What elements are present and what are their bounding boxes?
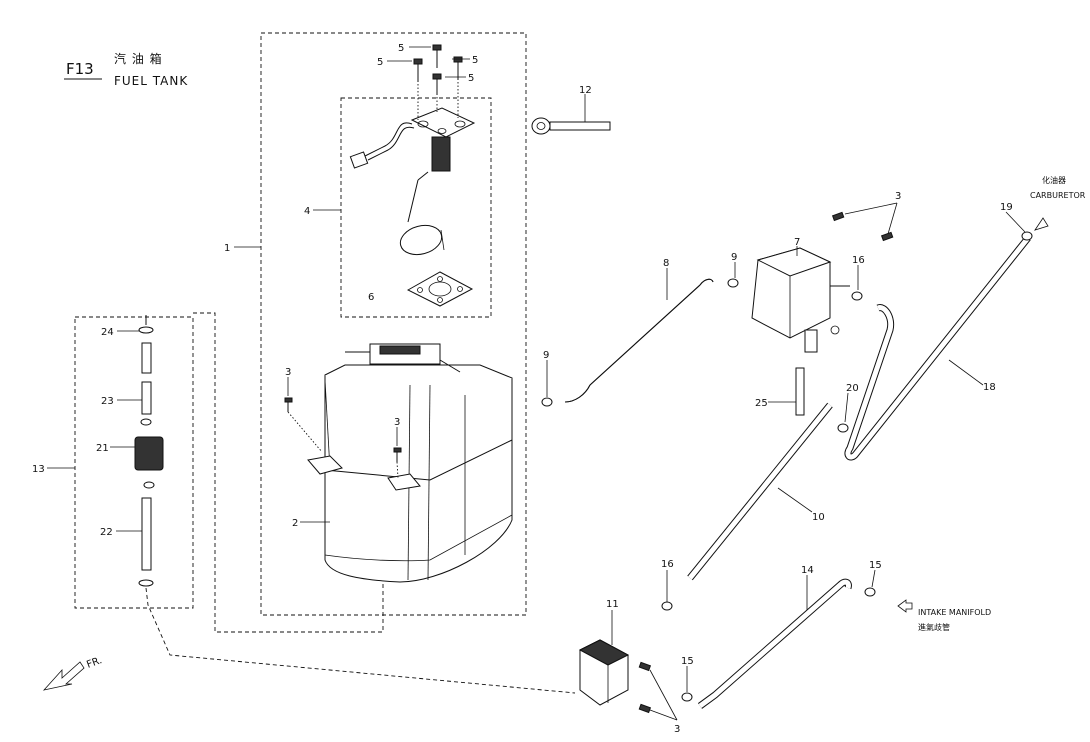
callout-14: 14 bbox=[801, 565, 814, 576]
callout-2: 2 bbox=[292, 518, 298, 529]
callout-16b: 16 bbox=[661, 559, 674, 570]
callout-7: 7 bbox=[794, 237, 800, 248]
fuel-level-sender bbox=[349, 107, 476, 256]
tank-bolts bbox=[284, 397, 402, 479]
title-en: FUEL TANK bbox=[114, 74, 188, 88]
callout-19: 19 bbox=[1000, 202, 1013, 213]
hose-18 bbox=[844, 235, 1031, 461]
callout-3a: 3 bbox=[285, 367, 291, 378]
callout-4: 4 bbox=[304, 206, 310, 217]
callout-5c: 5 bbox=[472, 55, 478, 66]
callout-16a: 16 bbox=[852, 255, 865, 266]
group-box-13 bbox=[74, 316, 194, 609]
front-label: FR. bbox=[85, 655, 103, 671]
callout-22: 22 bbox=[100, 527, 113, 538]
tank-key bbox=[531, 117, 611, 135]
hose-clamps bbox=[541, 231, 1033, 702]
connector-box-13 bbox=[193, 312, 384, 633]
callout-5b: 5 bbox=[377, 57, 383, 68]
manifold-cn: 進氣歧管 bbox=[918, 622, 950, 632]
valve-7 bbox=[751, 247, 850, 353]
title-code: F13 bbox=[66, 60, 94, 78]
callout-18: 18 bbox=[983, 382, 996, 393]
callout-3b: 3 bbox=[394, 417, 400, 428]
arrow-manifold bbox=[897, 599, 913, 613]
callout-9a: 9 bbox=[731, 252, 737, 263]
arrow-front bbox=[42, 661, 85, 691]
carburetor-cn: 化油器 bbox=[1042, 175, 1066, 185]
callout-10: 10 bbox=[812, 512, 825, 523]
title-cn: 汽 油 箱 bbox=[114, 51, 163, 66]
callout-24: 24 bbox=[101, 327, 114, 338]
group-box-1 bbox=[260, 32, 527, 616]
hose-8 bbox=[564, 278, 714, 403]
valve-11 bbox=[578, 639, 630, 706]
carburetor-en: CARBURETOR bbox=[1030, 191, 1086, 200]
callout-5d: 5 bbox=[468, 73, 474, 84]
callout-25: 25 bbox=[755, 398, 768, 409]
title-block: F13 汽 油 箱 FUEL TANK bbox=[64, 51, 188, 88]
tank-gasket bbox=[406, 271, 474, 307]
callout-11: 11 bbox=[606, 599, 619, 610]
callout-23: 23 bbox=[101, 396, 114, 407]
callout-13: 13 bbox=[32, 464, 45, 475]
callout-1: 1 bbox=[224, 243, 230, 254]
callout-5a: 5 bbox=[398, 43, 404, 54]
callout-leaders bbox=[47, 46, 1026, 721]
arrow-carburetor bbox=[1034, 217, 1049, 231]
callout-15a: 15 bbox=[681, 656, 694, 667]
screws-5 bbox=[413, 44, 463, 120]
pipe-25 bbox=[795, 367, 805, 416]
manifold-en: INTAKE MANIFOLD bbox=[918, 608, 991, 617]
callout-15b: 15 bbox=[869, 560, 882, 571]
callout-20: 20 bbox=[846, 383, 859, 394]
hose-10 bbox=[687, 402, 833, 581]
valve-bolts bbox=[638, 211, 894, 714]
fuel-line-dashed bbox=[145, 587, 576, 694]
callout-9b: 9 bbox=[543, 350, 549, 361]
callout-3c: 3 bbox=[895, 191, 901, 202]
group-box-4 bbox=[340, 97, 492, 318]
hose-14 bbox=[697, 578, 852, 709]
callout-3d: 3 bbox=[674, 724, 680, 735]
callout-12: 12 bbox=[579, 85, 592, 96]
fuel-filter-group bbox=[134, 315, 164, 587]
callout-21: 21 bbox=[96, 443, 109, 454]
callout-6: 6 bbox=[368, 292, 374, 303]
callout-8: 8 bbox=[663, 258, 669, 269]
fuel-tank bbox=[307, 343, 513, 583]
